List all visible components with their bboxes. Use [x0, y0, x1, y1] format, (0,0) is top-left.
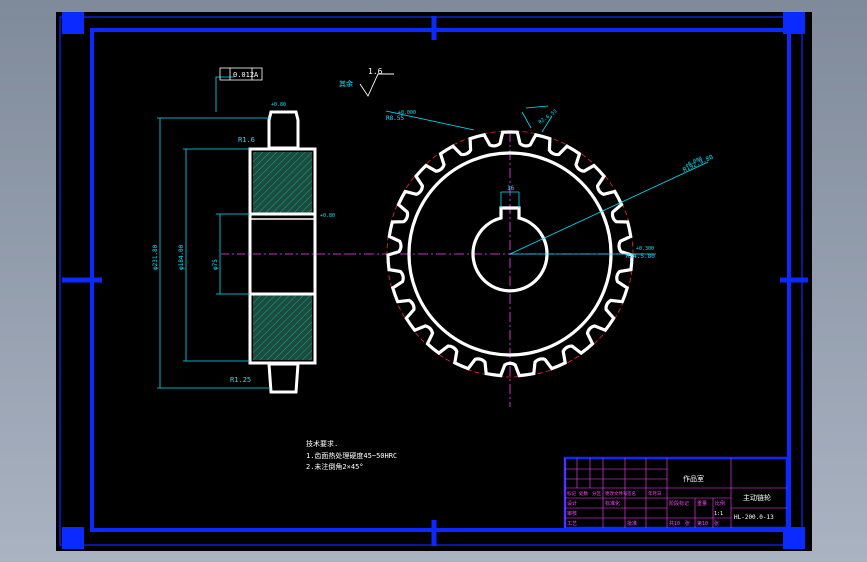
frame-corner-br [783, 527, 805, 549]
hub-tol-note: +0.80 [320, 213, 335, 219]
approve-label: 批准 [627, 520, 637, 527]
technical-requirements: 技术要求. 1.齿面热处理硬度45~50HRC 2.未注倒角2×45° [306, 439, 397, 471]
sheet-total: 共10 [669, 520, 680, 527]
leader-pitch [509, 161, 709, 255]
roughness-top: R1.6 [238, 136, 255, 144]
hatch-upper [253, 152, 312, 214]
drawing-number: HL-200.0-13 [734, 514, 774, 521]
title-block: 作品室 主动链轮 HL-200.0-13 1:1 标记处数分区更改文件号签名 年月… [563, 456, 789, 530]
bore-radius-label: R34.5.80 [626, 253, 655, 260]
sheet-number: 第10 [697, 520, 708, 527]
revision-row-labels: 标记处数分区更改文件号签名 年月日 [567, 490, 662, 497]
tech-req-title: 技术要求. [306, 439, 338, 448]
tooth-width-tol: +0.80 [271, 102, 286, 108]
roughness-bottom: R1.25 [230, 376, 251, 384]
sprocket-front-view: R8.55 +0.000 R2.6.53 16 R192.9.80 +0.000… [346, 105, 715, 407]
frame-corner-tr [783, 12, 805, 34]
scale-label: 比例 [715, 500, 725, 507]
tolerance-value: 0.012 [233, 71, 254, 79]
org-name: 作品室 [683, 474, 704, 483]
bore-with-keyway [471, 206, 549, 293]
dim-bore-text: φ75 [212, 259, 219, 270]
tooth-profile-bottom [267, 362, 300, 394]
process-label: 工艺 [567, 521, 577, 527]
weight-label: 重量 [697, 500, 707, 507]
root-note-label: R2.6.53 [538, 109, 559, 126]
drawing-frame [59, 12, 808, 549]
scale-value: 1:1 [714, 511, 723, 517]
part-name: 主动链轮 [743, 493, 771, 502]
cad-viewport[interactable]: 0.012 A R1.6 R1.25 +0.80 +0.80 φ231.80 φ… [56, 12, 812, 551]
gear-tooth-profile [386, 130, 634, 378]
sheet-unit-2: 张 [714, 520, 719, 527]
datum-letter: A [254, 71, 259, 79]
check-label: 审核 [567, 510, 577, 517]
tech-req-item-1: 1.齿面热处理硬度45~50HRC [306, 451, 397, 460]
frame-corner-bl [62, 527, 84, 549]
revision-label-2: 分区 [592, 490, 601, 497]
keyway-dim-label: 16 [507, 185, 515, 192]
tooth-tol-label: +0.000 [398, 110, 416, 116]
standard-label: 标准化 [605, 500, 620, 507]
revision-label-1: 处数 [579, 490, 588, 497]
tolerance-frame [219, 67, 263, 81]
leader-tooth-radius [385, 110, 475, 131]
frame-corner-tl [62, 12, 84, 34]
drawing-canvas: 0.012 A R1.6 R1.25 +0.80 +0.80 φ231.80 φ… [59, 12, 808, 549]
tech-req-item-2: 2.未注倒角2×45° [306, 462, 364, 471]
tooth-radius-label: R8.55 [386, 115, 404, 122]
sprocket-section-view: 0.012 A R1.6 R1.25 +0.80 +0.80 φ231.80 φ… [152, 67, 346, 394]
revision-label-3: 更改文件号 [605, 490, 628, 497]
design-label: 设计 [567, 500, 577, 507]
dim-root-text: φ184.00 [178, 244, 185, 270]
revision-label-4: 签名 [627, 490, 636, 497]
tooth-profile-top [267, 110, 300, 150]
stage-label: 阶段标记 [669, 500, 689, 507]
roughness-note-label: 其余 [339, 79, 353, 88]
dim-outer-text: φ231.80 [152, 244, 159, 270]
title-block-grid [564, 458, 787, 528]
revision-label-5: 年月日 [648, 490, 662, 497]
sheet-unit-1: 张 [685, 520, 690, 527]
revision-label-0: 标记 [567, 490, 576, 497]
roughness-note-value: 1.6 [368, 67, 383, 76]
bore-tol-label: +0.300 [636, 246, 654, 252]
hatch-lower [253, 294, 312, 360]
roughness-symbol [359, 73, 394, 97]
hub-outline [248, 147, 317, 365]
roughness-note: 其余 1.6 [339, 67, 394, 97]
